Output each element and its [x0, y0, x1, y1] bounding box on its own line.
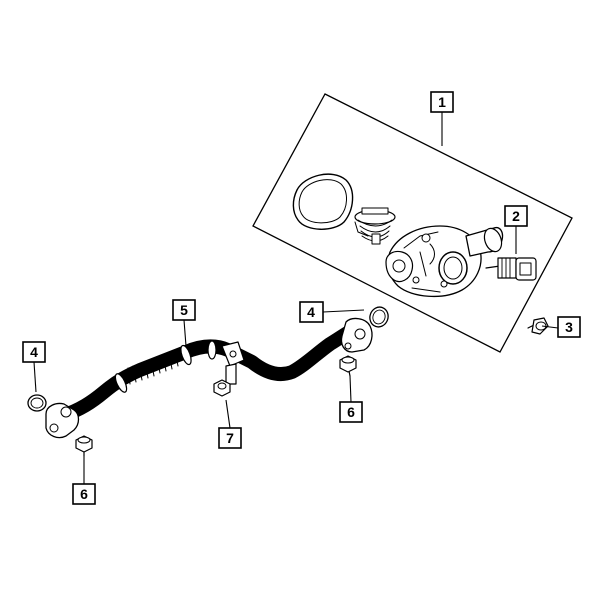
- coolant-tube: [45, 317, 373, 439]
- leader-4b: [33, 361, 37, 393]
- callout-6a-label: 6: [80, 486, 88, 502]
- temperature-sensor: [485, 257, 537, 281]
- callout-1: 1: [430, 91, 454, 113]
- tube-corrugated-section: [127, 349, 179, 385]
- leader-3: [541, 325, 559, 329]
- tube-bracket: [221, 341, 245, 385]
- callout-7-label: 7: [226, 430, 234, 446]
- callout-1-label: 1: [438, 94, 446, 110]
- kit-group-outline: [252, 93, 573, 353]
- o-ring-left: [27, 394, 47, 412]
- housing-gasket: [292, 173, 354, 230]
- callout-4a: 4: [299, 301, 324, 323]
- callout-3-label: 3: [565, 319, 573, 335]
- leader-5: [183, 319, 187, 347]
- tube-flange-right: [340, 317, 373, 353]
- bolt-tube-right: [339, 355, 357, 377]
- callout-6a: 6: [72, 483, 96, 505]
- callout-5: 5: [172, 299, 196, 321]
- callout-4b-label: 4: [30, 344, 38, 360]
- callout-4a-label: 4: [307, 304, 315, 320]
- bolt-tube-left: [75, 435, 93, 457]
- callout-4b: 4: [22, 341, 46, 363]
- leader-6b: [349, 375, 352, 403]
- callout-6b-label: 6: [347, 404, 355, 420]
- thermostat-housing: [385, 225, 504, 298]
- callout-5-label: 5: [180, 302, 188, 318]
- callout-2-label: 2: [512, 208, 520, 224]
- callout-6b: 6: [339, 401, 363, 423]
- tube-flange-left: [45, 402, 80, 439]
- leader-7: [225, 399, 231, 429]
- callout-7: 7: [218, 427, 242, 449]
- callout-2: 2: [504, 205, 528, 227]
- leader-4a: [322, 309, 365, 313]
- thermostat-element: [354, 207, 396, 245]
- callout-3: 3: [557, 316, 581, 338]
- o-ring-right: [369, 306, 389, 328]
- bolt: [527, 317, 549, 335]
- nut: [213, 379, 231, 397]
